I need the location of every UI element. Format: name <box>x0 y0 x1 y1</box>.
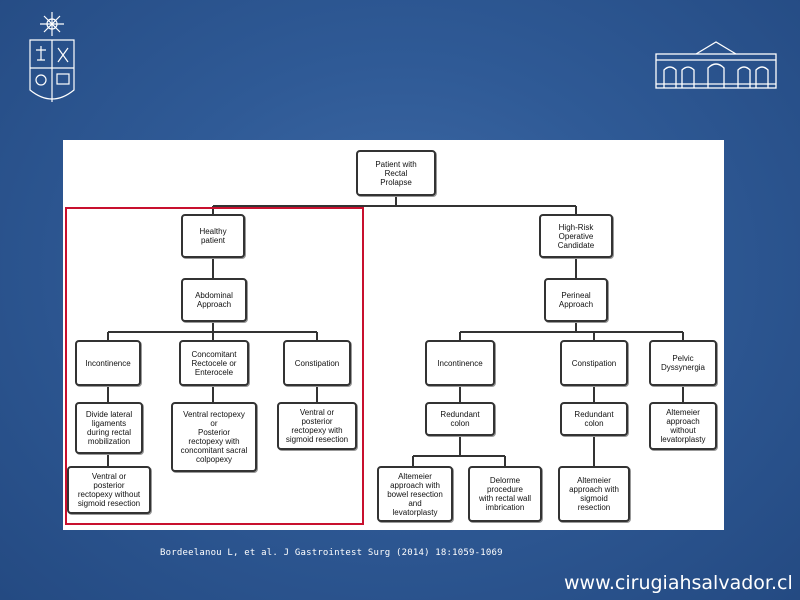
node-left-constipation: Constipation <box>283 340 351 386</box>
flowchart-panel: Patient with Rectal Prolapse Healthy pat… <box>63 140 724 530</box>
node-left-incontinence: Incontinence <box>75 340 141 386</box>
node-healthy-patient: Healthy patient <box>181 214 245 258</box>
node-ventral-with-sigmoid: Ventral or posterior rectopexy with sigm… <box>277 402 357 450</box>
website-url: www.cirugiahsalvador.cl <box>564 572 793 594</box>
node-altemeier-without-levatorplasty: Altemeier approach without levatorplasty <box>649 402 717 450</box>
red-highlight-box <box>65 207 364 525</box>
node-root: Patient with Rectal Prolapse <box>356 150 436 196</box>
node-ventral-rectopexy: Ventral rectopexy or Posterior rectopexy… <box>171 402 257 472</box>
node-divide-lateral-ligaments: Divide lateral ligaments during rectal m… <box>75 402 143 454</box>
node-pelvic-dyssynergia: Pelvic Dyssynergia <box>649 340 717 386</box>
node-altemeier-sigmoid-resection: Altemeier approach with sigmoid resectio… <box>558 466 630 522</box>
node-redundant-colon-right: Redundant colon <box>560 402 628 436</box>
node-altemeier-bowel-resection: Altemeier approach with bowel resection … <box>377 466 453 522</box>
node-right-incontinence: Incontinence <box>425 340 495 386</box>
node-redundant-colon-left: Redundant colon <box>425 402 495 436</box>
flowchart-connectors <box>107 196 684 466</box>
node-delorme-procedure: Delorme procedure with rectal wall imbri… <box>468 466 542 522</box>
university-crest-logo-icon <box>26 10 78 110</box>
node-concomitant-rectocele: Concomitant Rectocele or Enterocele <box>179 340 249 386</box>
node-perineal-approach: Perineal Approach <box>544 278 608 322</box>
hospital-building-logo-icon <box>652 40 780 92</box>
node-high-risk-candidate: High-Risk Operative Candidate <box>539 214 613 258</box>
node-ventral-without-sigmoid: Ventral or posterior rectopexy without s… <box>67 466 151 514</box>
node-abdominal-approach: Abdominal Approach <box>181 278 247 322</box>
citation-text: Bordeelanou L, et al. J Gastrointest Sur… <box>160 548 503 558</box>
node-right-constipation: Constipation <box>560 340 628 386</box>
